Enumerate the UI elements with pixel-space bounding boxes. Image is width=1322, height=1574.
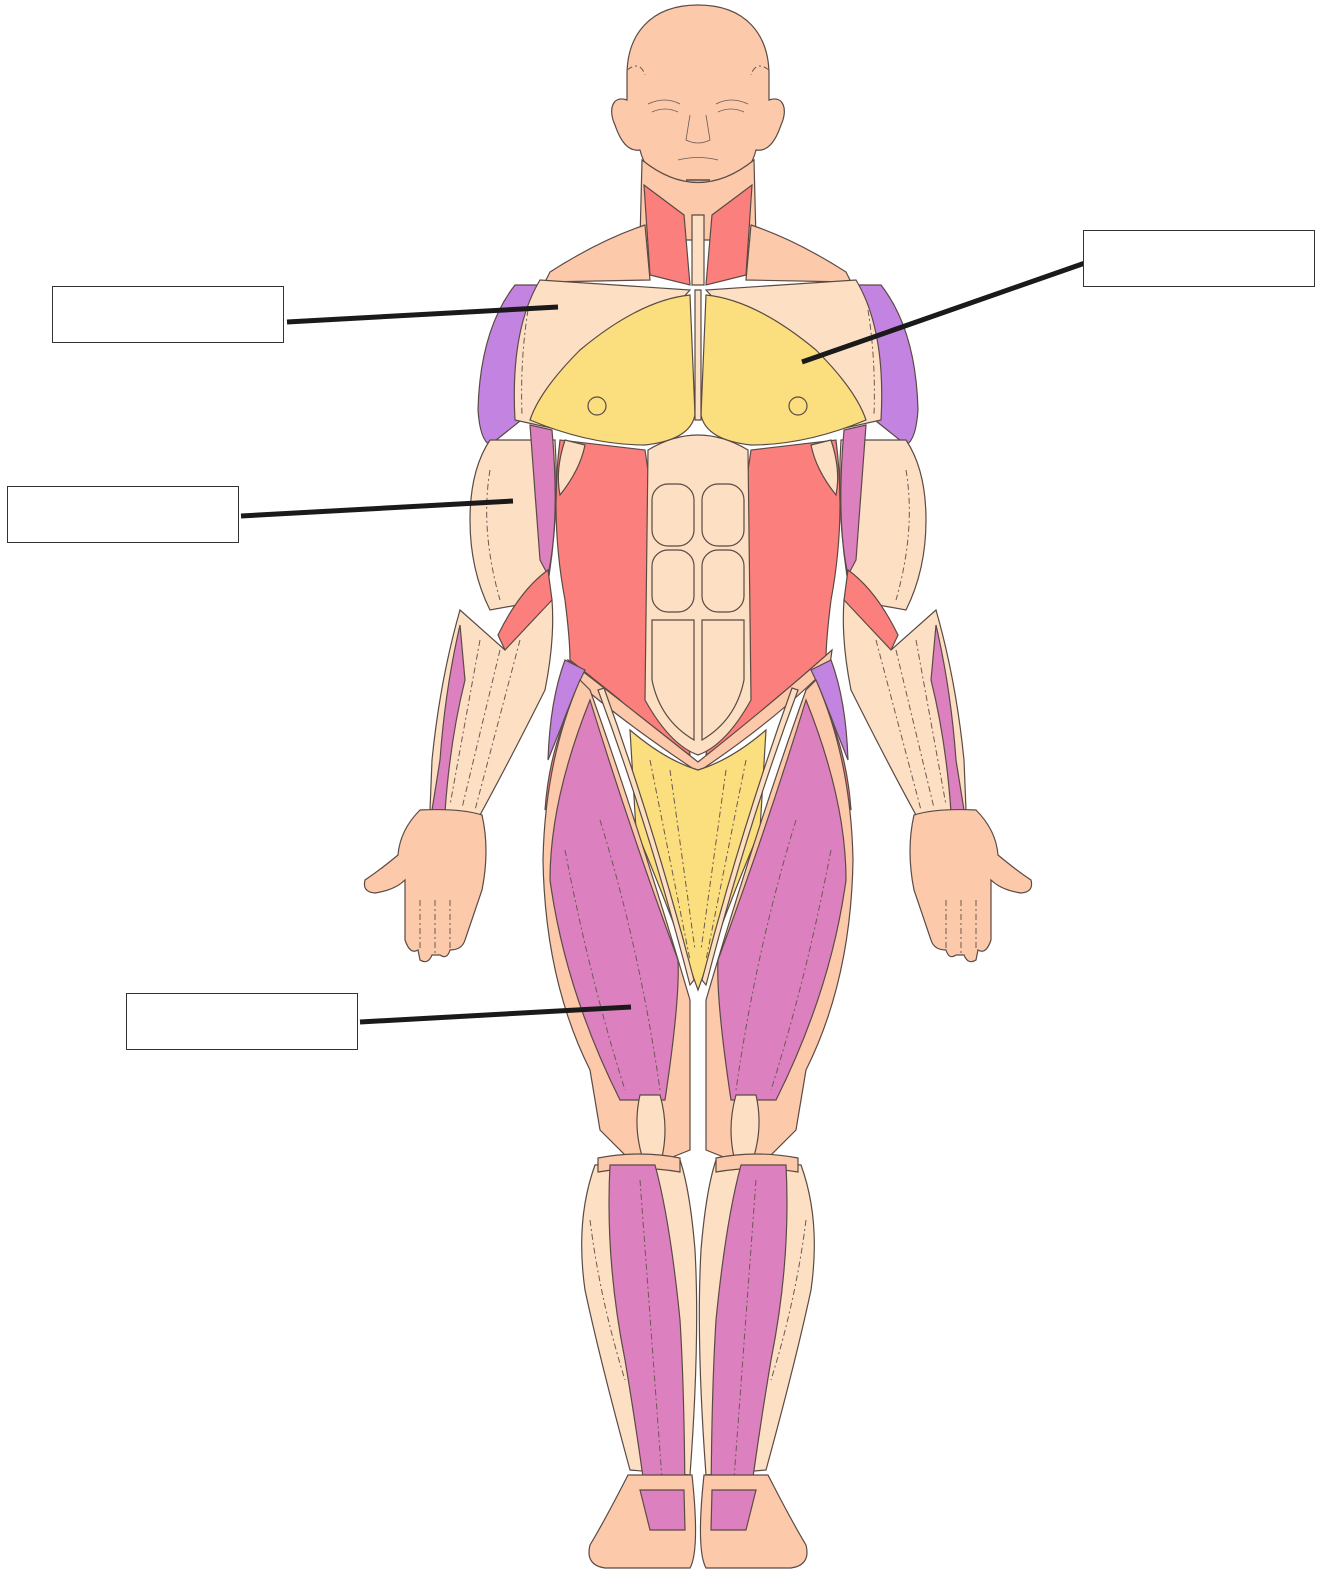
label-box-quadriceps[interactable] [126,993,358,1050]
label-box-pectoral[interactable] [1083,230,1315,287]
label-box-deltoid[interactable] [52,286,284,343]
head [612,5,785,200]
label-box-biceps[interactable] [7,486,239,543]
right-arm [840,425,1032,962]
